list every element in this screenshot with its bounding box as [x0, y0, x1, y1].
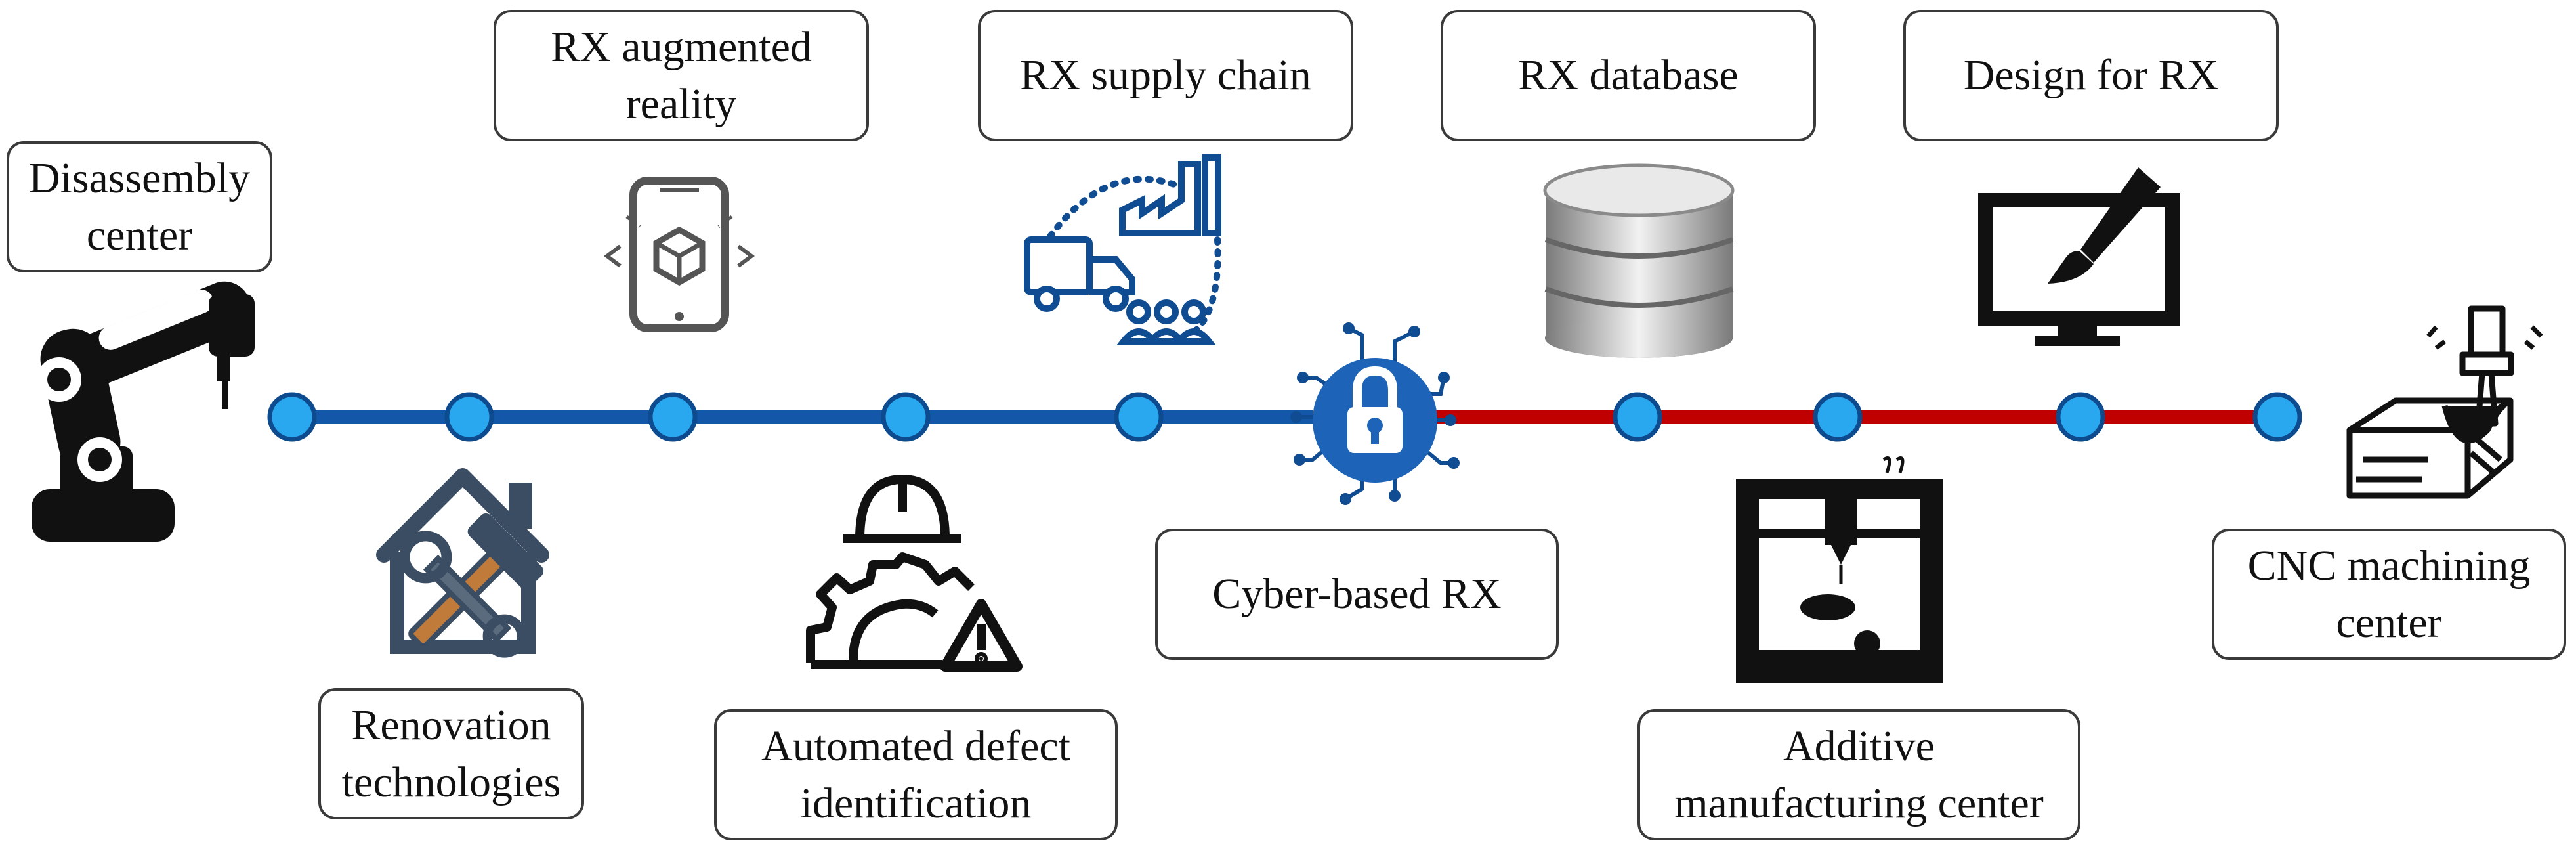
cyber-lock-icon	[1290, 322, 1460, 505]
timeline-node-defect-identification	[881, 392, 931, 442]
timeline-node-disassembly	[267, 392, 317, 442]
robot-arm-icon	[32, 281, 255, 542]
label-rx-database: RX database	[1441, 10, 1816, 141]
timeline-node-cnc	[2252, 392, 2302, 442]
database-icon	[1543, 163, 1735, 358]
ar-phone-icon	[604, 177, 755, 332]
label-cyber-based-rx: Cyber-based RX	[1155, 529, 1559, 660]
timeline-node-renovation	[444, 392, 494, 442]
timeline-node-additive-manufacturing	[1813, 392, 1863, 442]
label-design-for-rx: Design for RX	[1903, 10, 2279, 141]
cnc-mill-icon	[2346, 305, 2543, 499]
label-rx-supply-chain: RX supply chain	[978, 10, 1353, 141]
helmet-gear-warning-icon	[806, 475, 1023, 672]
timeline-node-supply-chain	[1114, 392, 1164, 442]
timeline-node-design-for-rx	[2056, 392, 2105, 442]
timeline-node-database	[1613, 392, 1662, 442]
design-monitor-icon	[1978, 167, 2180, 346]
supply-chain-icon	[1024, 154, 1221, 345]
timeline-node-augmented-reality	[648, 392, 698, 442]
3d-printer-icon	[1736, 456, 1943, 683]
house-tools-icon	[376, 468, 549, 658]
